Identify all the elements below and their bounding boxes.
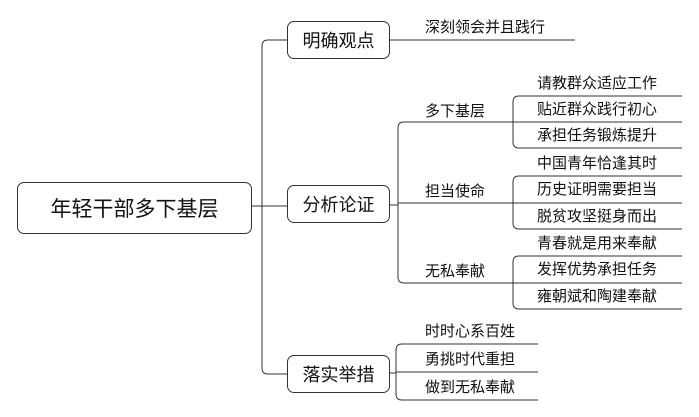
analysis-connector-lower [397,205,405,284]
branch-node-viewpoint: 明确观点 [287,21,390,59]
mission-leaves-lower [512,203,520,230]
leaf-dedication-1: 青春就是用来奉献 [537,234,658,252]
group-label-dedication: 无私奉献 [425,262,486,280]
leaf-dedication-2: 发挥优势承担任务 [537,260,658,278]
measures-connector-upper [395,343,403,373]
leaf-grassroots-1: 请教群众适应工作 [537,74,658,92]
analysis-connector-upper [397,121,405,205]
group-label-grassroots: 多下基层 [425,102,486,120]
dedication-leaves-upper [512,255,520,283]
grassroots-leaves-upper [512,95,520,122]
measures-connector-lower [395,373,403,401]
leaf-mission-1: 中国青年恰逢其时 [537,154,658,172]
leaf-grassroots-3: 承担任务锻炼提升 [537,126,658,144]
group-label-mission: 担当使命 [425,182,486,200]
leaf-measures-1: 时时心系百姓 [425,322,516,340]
leaf-measures-3: 做到无私奉献 [425,378,516,396]
grassroots-leaves-lower [512,122,520,149]
leaf-mission-2: 历史证明需要担当 [537,180,658,198]
root-node: 年轻干部多下基层 [17,182,252,234]
root-connector-upper [261,39,269,206]
leaf-mission-3: 脱贫攻坚挺身而出 [537,207,658,225]
branch-node-analysis: 分析论证 [287,185,390,223]
dedication-leaves-lower [512,283,520,310]
leaf-viewpoint-1: 深刻领会并且践行 [425,18,546,36]
branch-node-measures: 落实举措 [287,355,390,393]
leaf-dedication-3: 雍朝斌和陶建奉献 [537,287,658,305]
root-connector-lower [261,206,269,375]
mission-leaves-upper [512,175,520,203]
leaf-measures-2: 勇挑时代重担 [425,350,516,368]
leaf-grassroots-2: 贴近群众践行初心 [537,100,658,118]
